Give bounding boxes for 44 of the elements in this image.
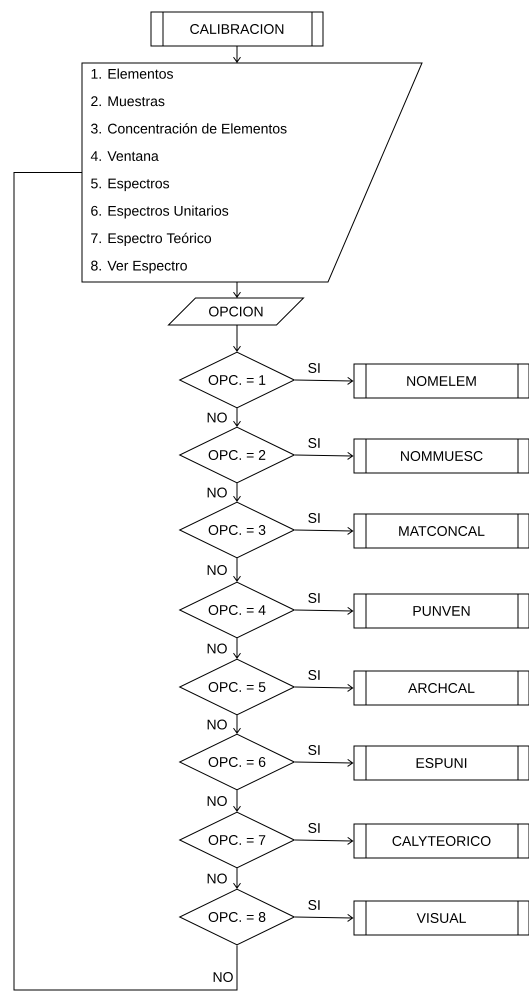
- edge-label: NO: [206, 564, 228, 576]
- arrow: [294, 452, 354, 460]
- subprocess-box: PUNVEN: [354, 594, 529, 628]
- arrow: [233, 714, 241, 734]
- edge-label: SI: [306, 592, 322, 604]
- edge-label: SI: [306, 669, 322, 681]
- arrow: [233, 408, 241, 427]
- edge-label: SI: [306, 899, 322, 911]
- subprocess-box: ESPUNI: [354, 746, 529, 780]
- arrow: [294, 836, 354, 845]
- arrow: [233, 282, 241, 298]
- subprocess-box: MATCONCAL: [354, 514, 529, 548]
- arrow: [233, 868, 241, 889]
- edge-label: NO: [206, 795, 228, 807]
- edge-label: NO: [206, 872, 228, 884]
- arrow: [233, 482, 241, 502]
- arrow: [294, 526, 354, 535]
- arrow: [233, 324, 241, 352]
- edge-label: SI: [306, 362, 322, 374]
- arrow: [294, 684, 354, 692]
- subprocess-box: CALIBRACION: [150, 12, 324, 46]
- subprocess-box: NOMMUESC: [354, 438, 529, 474]
- edge-label: NO: [206, 718, 228, 730]
- edge-label: SI: [306, 437, 322, 449]
- subprocess-box: CALYTEORICO: [354, 824, 529, 858]
- arrow: [294, 758, 354, 767]
- arrow: [233, 46, 241, 64]
- edge-label: SI: [306, 744, 322, 756]
- arrow: [233, 790, 241, 812]
- edge-label: NO: [212, 971, 234, 983]
- arrow: [294, 606, 354, 615]
- subprocess-box: VISUAL: [354, 900, 529, 936]
- menu-display-box: 1. Elementos 2. Muestras 3. Concentración de Elementos 4. Ventana 5. Espectros 6. Espectros Unitarios 7. Espectro Teórico 8. Ver Espectro: [82, 62, 423, 282]
- edge-label: NO: [206, 642, 228, 654]
- edge-label: SI: [306, 512, 322, 524]
- arrow: [294, 914, 354, 922]
- subprocess-box: NOMELEM: [354, 364, 529, 398]
- edge-label: NO: [206, 412, 228, 424]
- subprocess-box: ARCHCAL: [354, 670, 529, 706]
- edge-label: NO: [206, 486, 228, 498]
- edge-label: SI: [306, 822, 322, 834]
- arrow: [233, 558, 241, 582]
- arrow: [233, 638, 241, 659]
- arrow: [294, 376, 354, 385]
